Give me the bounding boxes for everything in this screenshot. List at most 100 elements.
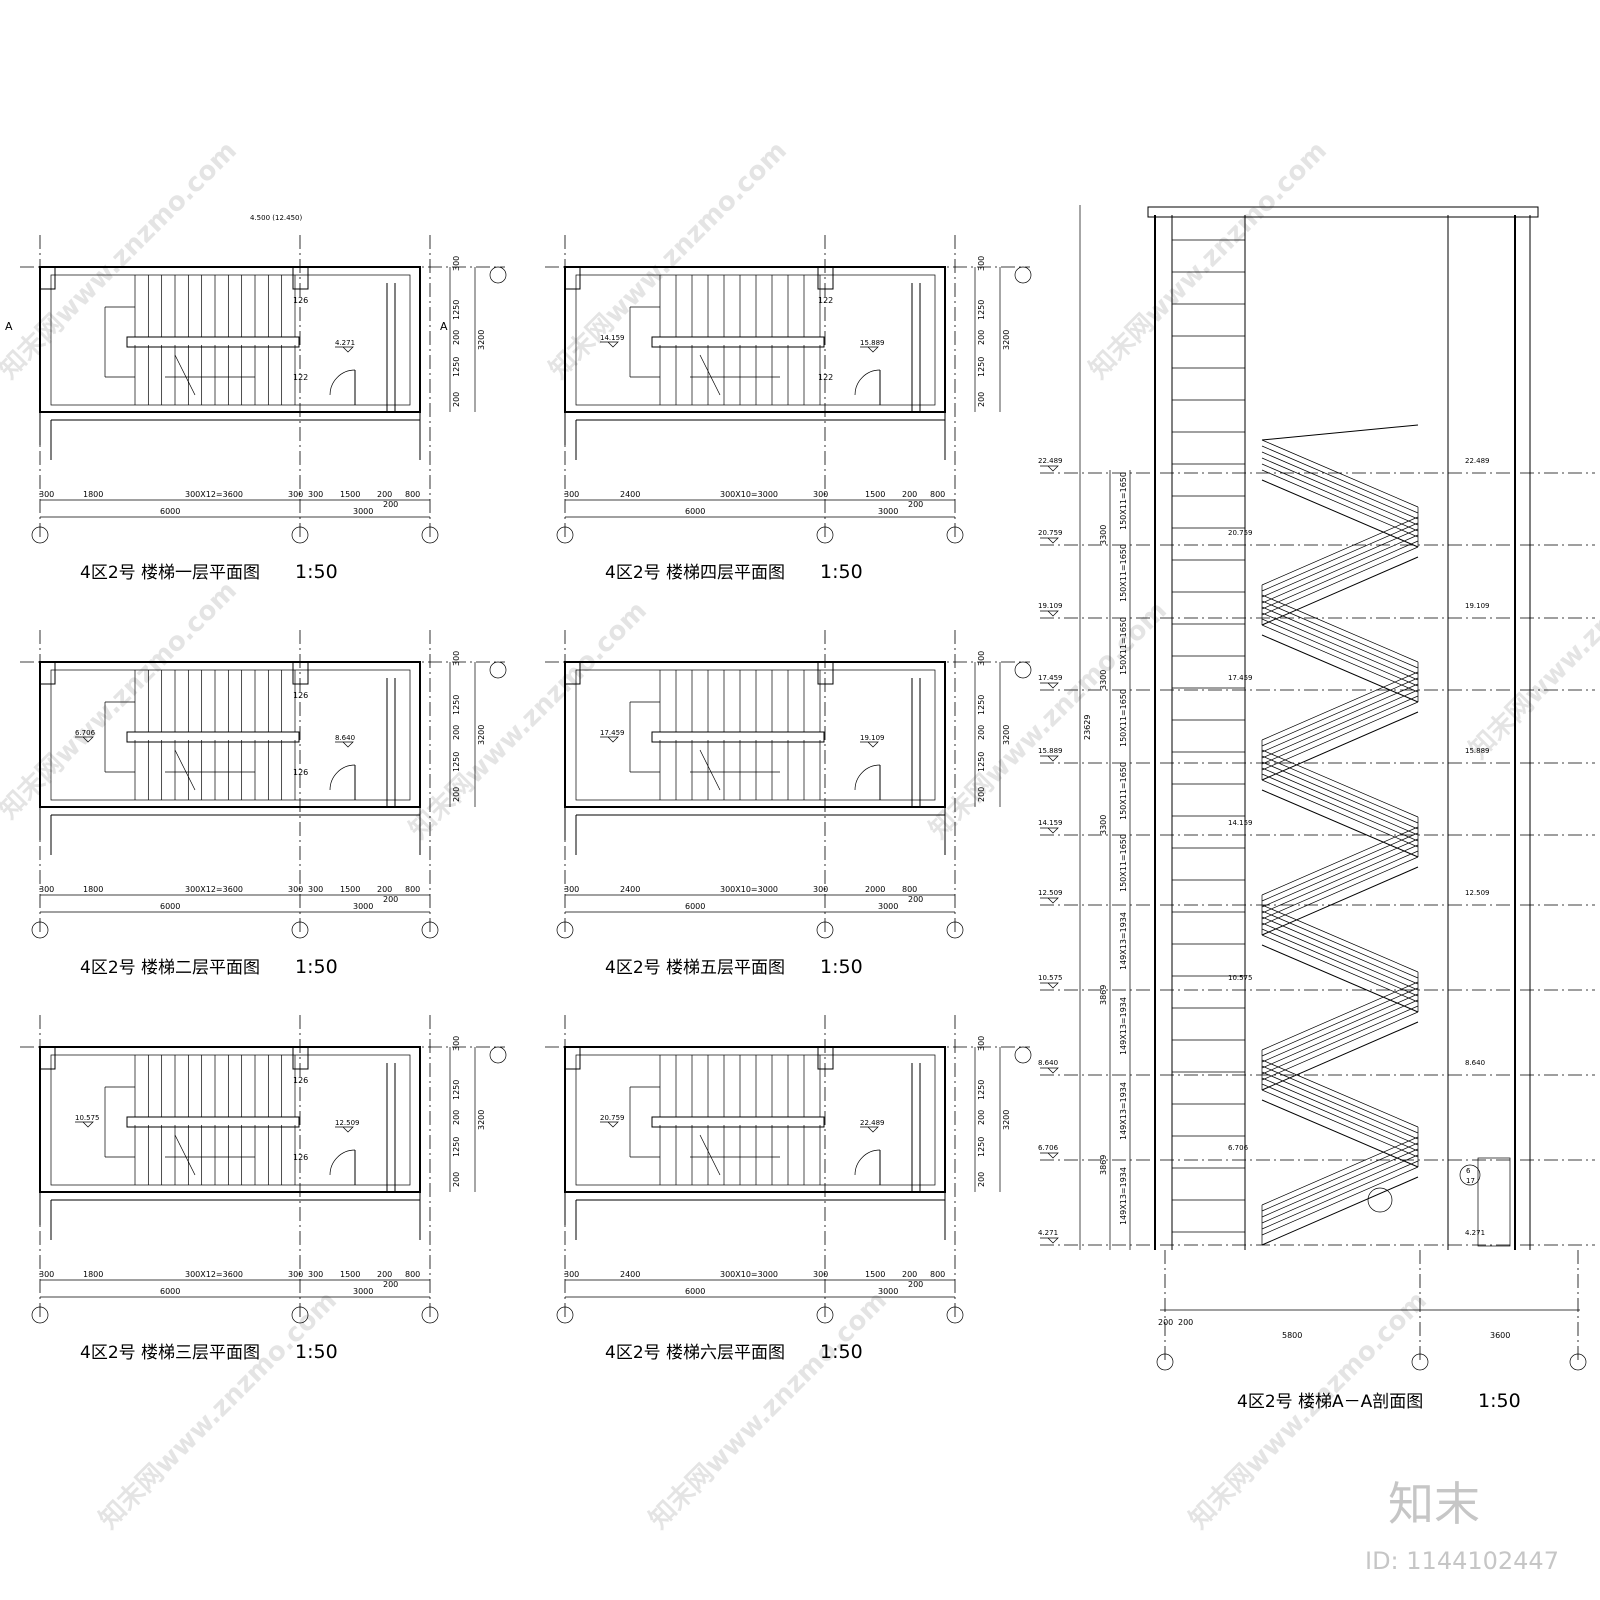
door-swing: [854, 1149, 881, 1176]
dim-label: 150X11=1650: [1119, 472, 1128, 530]
stair-flight: [1261, 1021, 1419, 1091]
level-label: 14.159: [600, 334, 625, 342]
dim-label: 5800: [1282, 1331, 1302, 1340]
railing: [1261, 1142, 1419, 1212]
railing: [1261, 677, 1419, 747]
door-swing: [329, 764, 356, 791]
dim-label: 200: [902, 1270, 917, 1279]
dim-label: 300X12=3600: [185, 885, 243, 894]
break-line: [174, 749, 196, 791]
dim-label: 300: [977, 651, 986, 666]
level-label: 10.575: [1038, 974, 1063, 982]
railing: [1261, 981, 1419, 1051]
dim-label: 300: [564, 885, 579, 894]
dim-label: 300: [308, 1270, 323, 1279]
dim-label: 1500: [340, 885, 360, 894]
dim-label: 6000: [685, 507, 705, 516]
stair-note: 126: [293, 1076, 308, 1085]
dim-label: 149X13=1934: [1119, 997, 1128, 1055]
dim-label: 1250: [977, 695, 986, 715]
level-label: 19.109: [860, 734, 885, 742]
plan-title: 4区2号 楼梯二层平面图: [80, 958, 260, 978]
watermark: 知末网www.znzmo.com: [1084, 136, 1333, 385]
plan-scale: 1:50: [295, 1341, 338, 1363]
level-label: 22.489: [1465, 457, 1490, 465]
railing: [1261, 522, 1419, 592]
dim-label: 200: [977, 787, 986, 802]
detail-ref-label: 6: [1466, 1167, 1471, 1175]
dim-label: 200: [908, 1280, 923, 1289]
dim-label: 2000: [865, 885, 885, 894]
door-swing: [329, 1149, 356, 1176]
inner-wall: [50, 1054, 411, 1186]
railing: [1261, 1005, 1419, 1075]
dim-label: 3300: [1099, 525, 1108, 545]
axis-bubble: [556, 1306, 574, 1324]
dim-label: 300X10=3000: [720, 1270, 778, 1279]
level-label: 12.509: [1038, 889, 1063, 897]
dim-label: 2400: [620, 490, 640, 499]
dim-label: 200: [452, 392, 461, 407]
plan-drawings: 300 1250 200 1250 200 3200 300 1800 300X12=3600 3…: [5, 214, 1032, 1363]
column: [292, 661, 309, 685]
dim-label: 300: [813, 1270, 828, 1279]
level-label: 6.706: [1038, 1144, 1059, 1152]
dim-label: 800: [405, 490, 420, 499]
dim-label: 3200: [1002, 330, 1011, 350]
railing: [1261, 767, 1419, 836]
axis-bubble: [946, 526, 964, 544]
dim-label: 200: [977, 1110, 986, 1125]
dim-label: 300: [288, 490, 303, 499]
level-label: 10.575: [75, 1114, 100, 1122]
dim-label: 300: [288, 1270, 303, 1279]
dim-label: 150X11=1650: [1119, 544, 1128, 602]
dim-label: 200: [1158, 1318, 1173, 1327]
railing: [1261, 1011, 1419, 1081]
dim-label: 300: [977, 1036, 986, 1051]
axis-bubble: [556, 921, 574, 939]
dim-label: 150X11=1650: [1119, 617, 1128, 675]
railing: [1261, 916, 1419, 985]
railing: [1261, 528, 1419, 598]
axis-bubble: [946, 1306, 964, 1324]
dim-label: 150X11=1650: [1119, 834, 1128, 892]
level-label: 12.509: [335, 1119, 360, 1127]
dim-label: 300: [564, 1270, 579, 1279]
column: [817, 661, 834, 685]
plan-scale: 1:50: [820, 561, 863, 583]
stair-flight: [1261, 479, 1419, 548]
dim-label: 1250: [452, 300, 461, 320]
level-label: 17.459: [1038, 674, 1063, 682]
stair-note: 122: [818, 373, 833, 382]
axis-bubble: [291, 526, 309, 544]
dim-label: 3869: [1099, 1155, 1108, 1175]
column: [39, 266, 56, 290]
dim-label: 1250: [977, 300, 986, 320]
plan-title: 4区2号 楼梯五层平面图: [605, 958, 785, 978]
column: [39, 661, 56, 685]
axis-bubble: [421, 526, 439, 544]
level-label: 6.706: [1228, 1144, 1249, 1152]
railing: [1261, 999, 1419, 1069]
level-label: 14.159: [1038, 819, 1063, 827]
railing: [1261, 832, 1419, 902]
dim-label: 300: [813, 490, 828, 499]
level-label: 14.159: [1228, 819, 1253, 827]
dim-label: 800: [930, 490, 945, 499]
dim-label: 1800: [83, 885, 103, 894]
dim-label: 3200: [477, 1110, 486, 1130]
dim-label: 300: [39, 885, 54, 894]
level-label: 15.889: [1465, 747, 1490, 755]
railing: [1261, 856, 1419, 926]
railing: [1261, 1166, 1419, 1236]
railing: [1261, 600, 1419, 669]
dim-label: 1250: [452, 1137, 461, 1157]
dim-label: 200: [452, 1172, 461, 1187]
level-label: 20.759: [600, 1114, 625, 1122]
railing: [1261, 457, 1419, 526]
